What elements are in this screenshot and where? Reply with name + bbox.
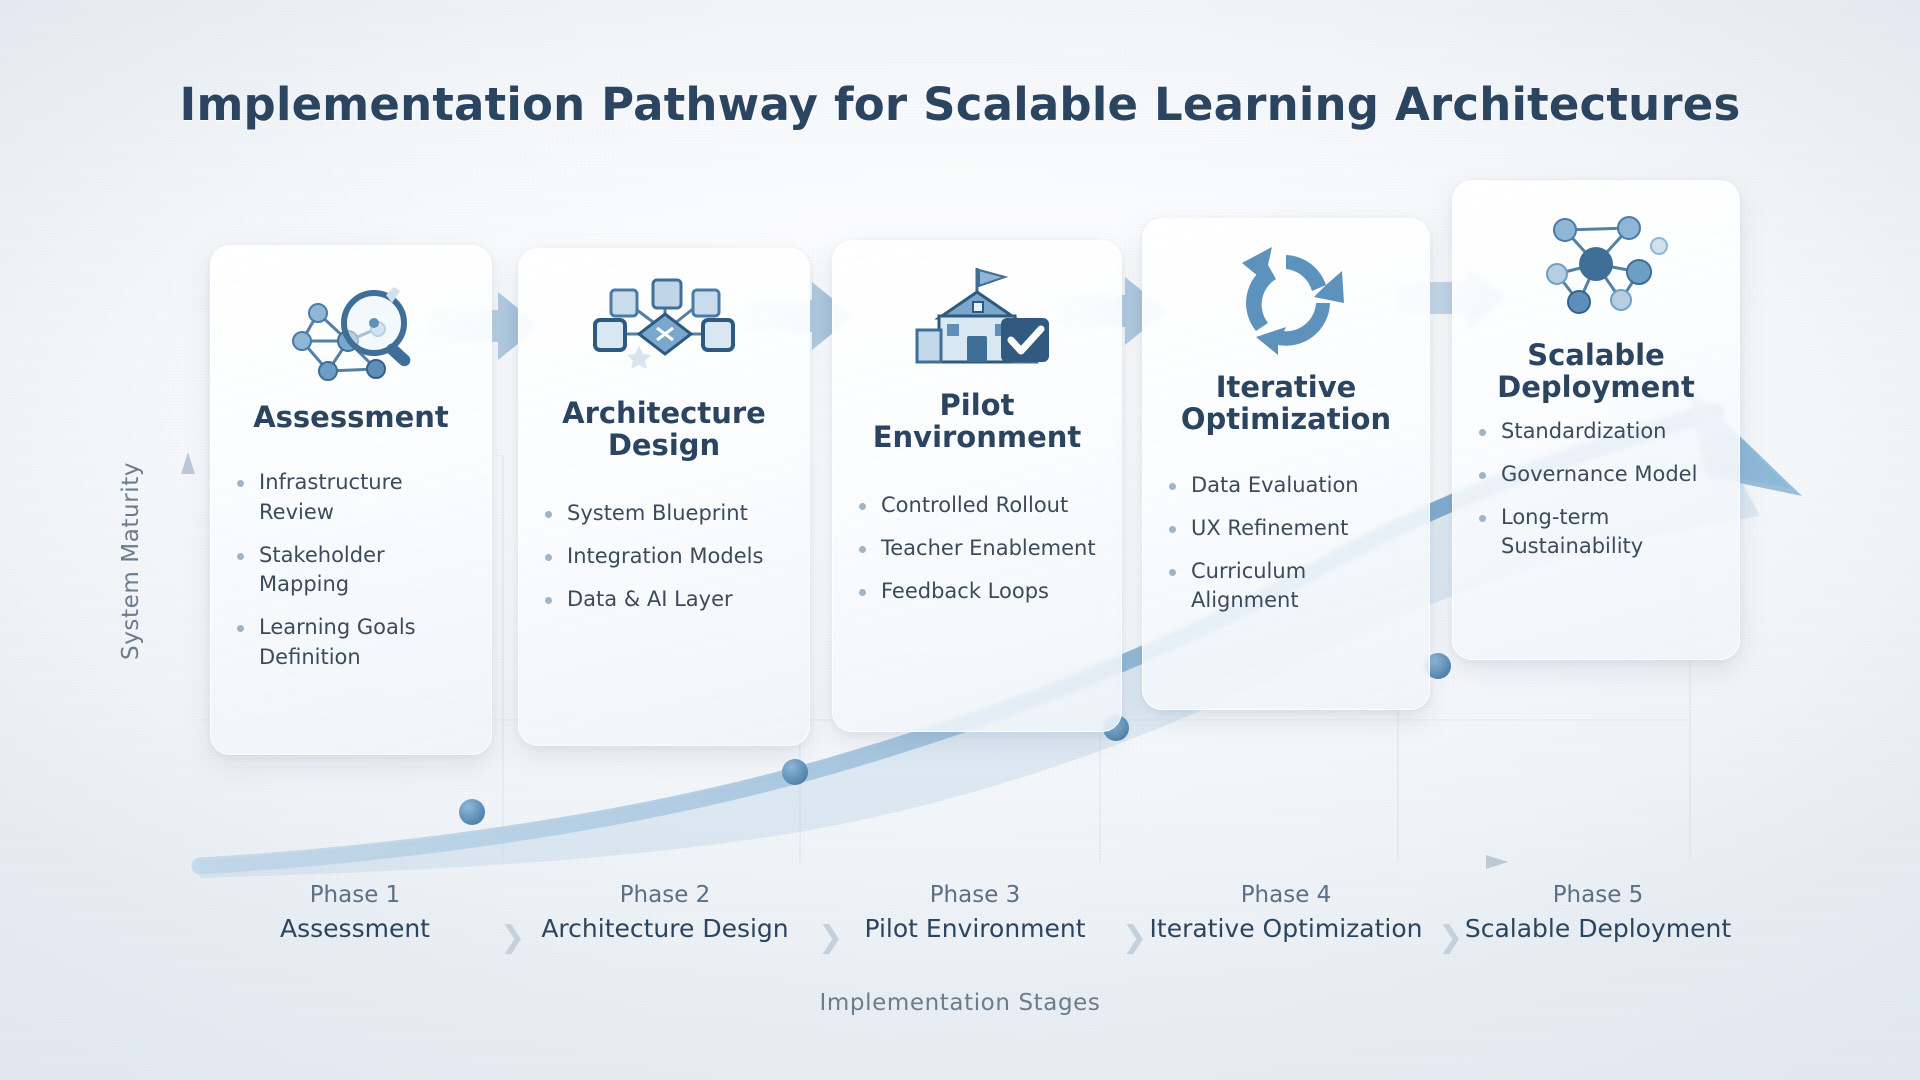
card-bullets: Infrastructure Review Stakeholder Mappin… (235, 468, 479, 686)
phase-number: Phase 5 (1552, 882, 1644, 908)
card-title: Iterative Optimization (1180, 370, 1392, 437)
card-title: Architecture Design (562, 396, 766, 463)
list-item: Infrastructure Review (235, 468, 479, 528)
card-title: Assessment (253, 400, 449, 434)
chevron-right-icon: ❯ (818, 920, 844, 955)
phase-name: Iterative Optimization (1149, 914, 1423, 943)
phase-label-4: Phase 4 Iterative Optimization (1148, 882, 1424, 943)
card-bullets: System Blueprint Integration Models Data… (543, 499, 797, 627)
chevron-right-icon: ❯ (500, 920, 526, 955)
molecule-network-icon (1453, 199, 1739, 324)
stage-card-iterative-optimization[interactable]: Iterative Optimization Data Evaluation U… (1142, 218, 1430, 710)
x-axis-label: Implementation Stages (819, 990, 1101, 1016)
list-item: Long-term Sustainability (1477, 503, 1727, 563)
phase-label-5: Phase 5 Scalable Deployment (1462, 882, 1734, 943)
phase-number: Phase 1 (309, 882, 401, 908)
phase-number: Phase 4 (1240, 882, 1332, 908)
node-diagram-icon (519, 271, 809, 381)
list-item: Governance Model (1477, 460, 1727, 490)
list-item: Integration Models (543, 542, 797, 572)
phase-name: Scalable Deployment (1464, 914, 1732, 943)
list-item: Feedback Loops (857, 577, 1109, 607)
phase-name: Architecture Design (541, 914, 789, 943)
phase-number: Phase 2 (619, 882, 711, 908)
chevron-right-icon: ❯ (1122, 920, 1148, 955)
list-item: Data & AI Layer (543, 585, 797, 615)
list-item: Controlled Rollout (857, 491, 1109, 521)
school-check-icon (833, 259, 1121, 374)
chevron-right-icon: ❯ (1438, 920, 1464, 955)
list-item: Teacher Enablement (857, 534, 1109, 564)
phase-label-3: Phase 3 Pilot Environment (845, 882, 1105, 943)
stage-card-scalable-deployment[interactable]: Scalable Deployment Standardization Gove… (1452, 180, 1740, 660)
stage-card-assessment[interactable]: Assessment Infrastructure Review Stakeho… (210, 245, 492, 755)
list-item: UX Refinement (1167, 514, 1417, 544)
list-item: Stakeholder Mapping (235, 541, 479, 601)
cycle-arrows-icon (1143, 241, 1429, 356)
stage-card-architecture-design[interactable]: Architecture Design System Blueprint Int… (518, 248, 810, 746)
stage-card-pilot-environment[interactable]: Pilot Environment Controlled Rollout Tea… (832, 240, 1122, 732)
list-item: Curriculum Alignment (1167, 557, 1417, 617)
card-bullets: Data Evaluation UX Refinement Curriculum… (1167, 471, 1417, 629)
card-title: Scalable Deployment (1497, 338, 1695, 405)
y-axis-label: System Maturity (118, 461, 144, 660)
phase-name: Assessment (280, 914, 430, 943)
card-bullets: Controlled Rollout Teacher Enablement Fe… (857, 491, 1109, 619)
list-item: Data Evaluation (1167, 471, 1417, 501)
list-item: Learning Goals Definition (235, 613, 479, 673)
phase-name: Pilot Environment (864, 914, 1086, 943)
list-item: Standardization (1477, 417, 1727, 447)
list-item: System Blueprint (543, 499, 797, 529)
page-title: Implementation Pathway for Scalable Lear… (179, 78, 1741, 131)
card-bullets: Standardization Governance Model Long-te… (1477, 417, 1727, 575)
phase-number: Phase 3 (929, 882, 1021, 908)
phase-label-2: Phase 2 Architecture Design (530, 882, 800, 943)
card-title: Pilot Environment (872, 388, 1082, 455)
phase-label-1: Phase 1 Assessment (230, 882, 480, 943)
network-magnifier-icon (211, 280, 491, 390)
